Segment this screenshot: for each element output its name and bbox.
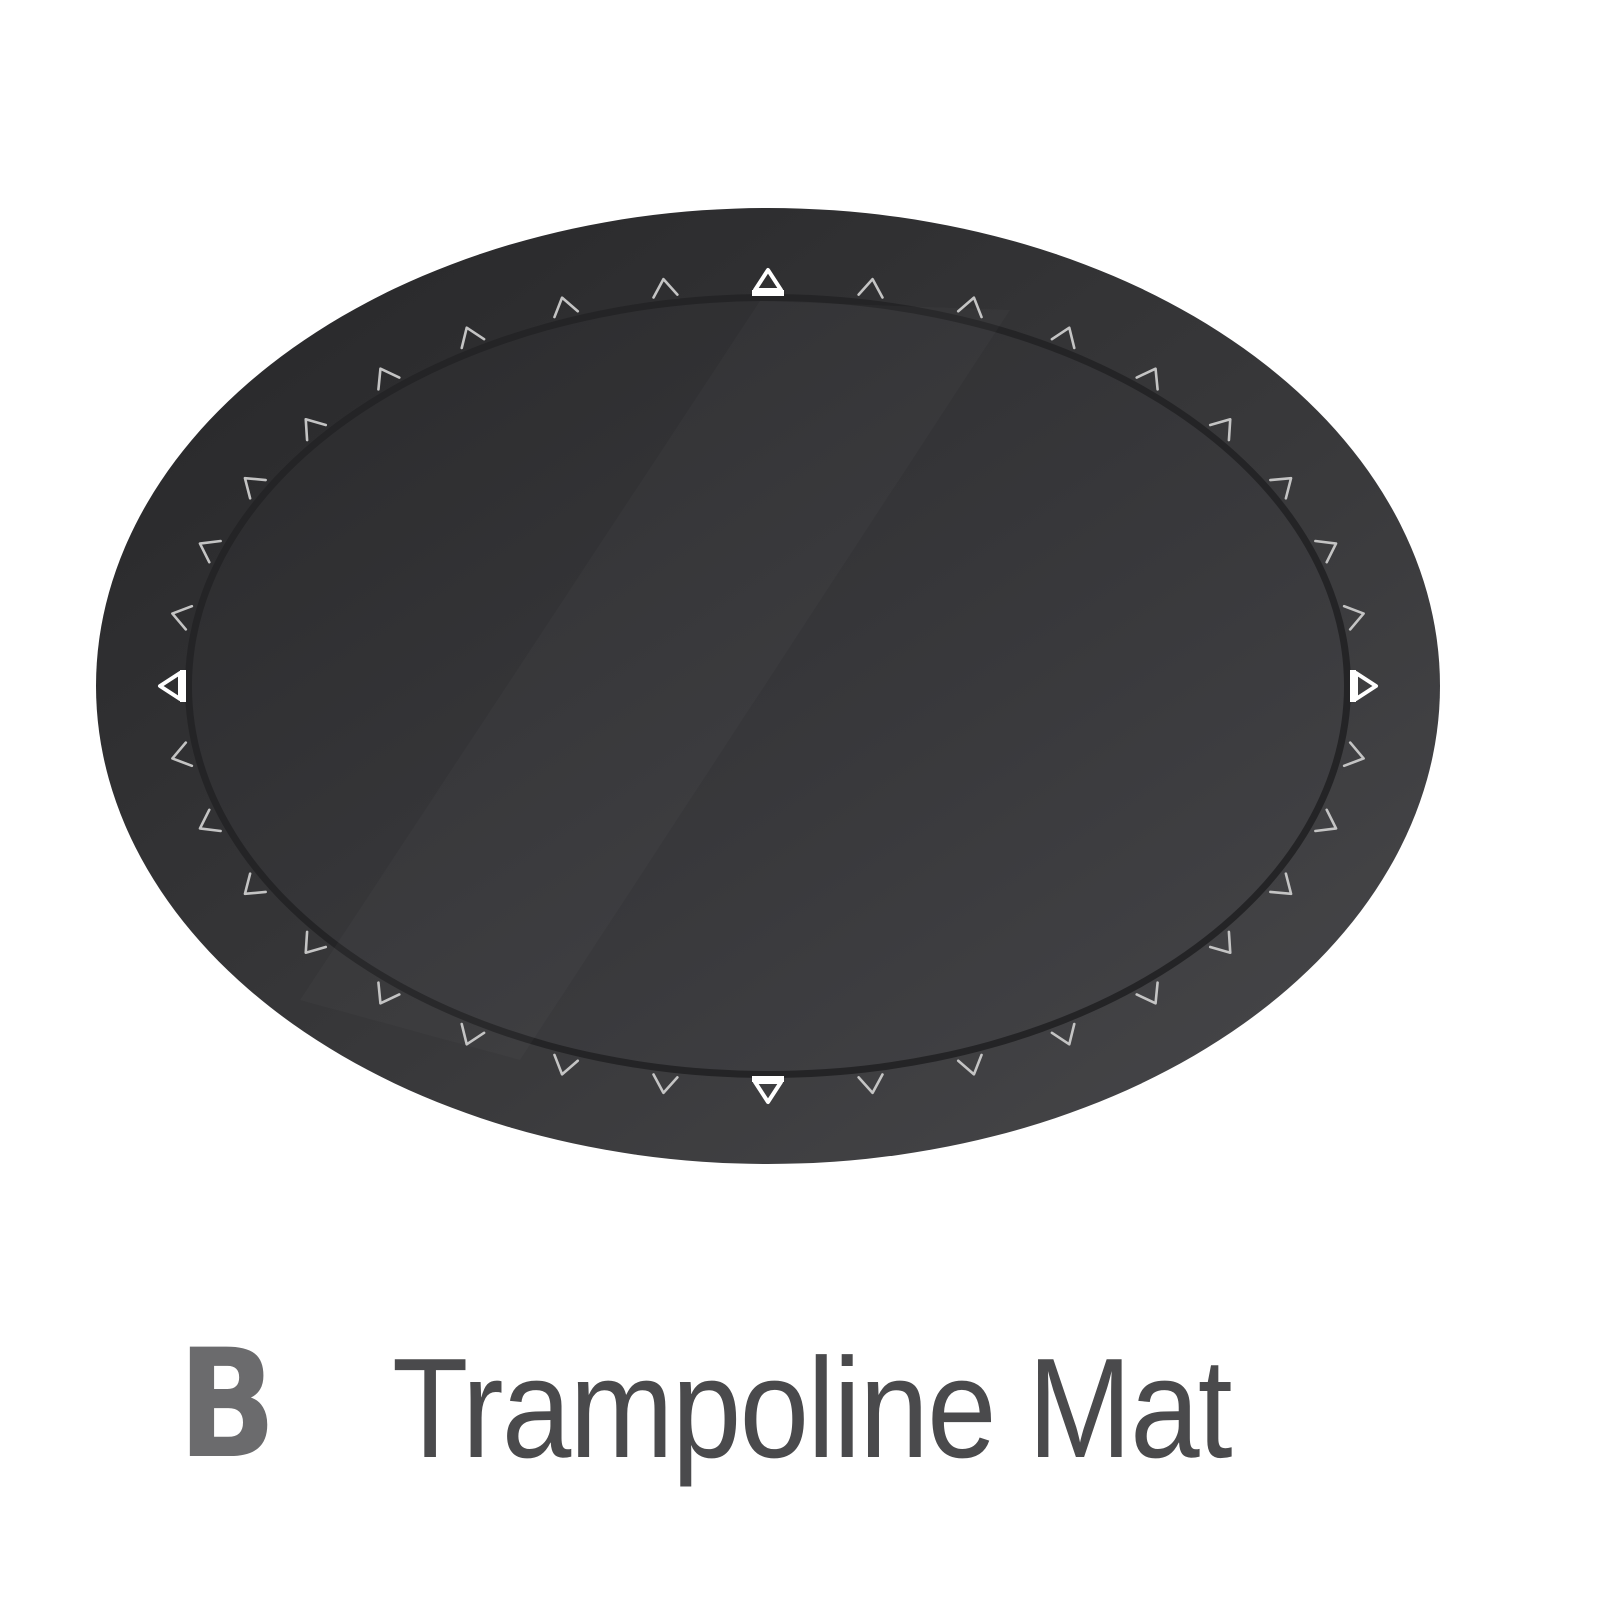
v-ring-icon <box>377 981 401 1005</box>
triangle-clip-base <box>752 290 784 296</box>
v-ring-stroke <box>1342 741 1365 768</box>
v-ring-icon <box>1269 872 1293 896</box>
v-ring-icon <box>1135 367 1159 391</box>
v-ring-stroke <box>1050 1022 1076 1046</box>
triangle-clip-base <box>752 1076 784 1082</box>
v-ring-icon <box>956 1053 983 1076</box>
v-ring-icon <box>171 741 194 768</box>
v-ring-icon <box>1050 1022 1076 1046</box>
v-ring-stroke <box>1208 417 1232 442</box>
v-ring-stroke <box>1269 872 1293 896</box>
v-ring-stroke <box>377 981 401 1005</box>
v-ring-stroke <box>243 872 267 896</box>
v-ring-stroke <box>1208 930 1232 955</box>
v-ring-icon <box>1050 326 1076 350</box>
v-ring-stroke <box>652 277 679 299</box>
v-ring-icon <box>1342 741 1365 768</box>
v-ring-icon <box>198 808 222 833</box>
v-ring-icon <box>243 872 267 896</box>
v-ring-stroke <box>857 1073 884 1095</box>
v-ring-icon <box>652 1073 679 1095</box>
v-ring-stroke <box>1050 326 1076 350</box>
part-caption: B Trampoline Mat <box>0 1330 1600 1490</box>
v-ring-stroke <box>460 1022 486 1046</box>
triangle-clip-base <box>1350 670 1356 702</box>
v-ring-stroke <box>1269 476 1293 500</box>
attachment-points <box>158 268 1378 1104</box>
v-ring-stroke <box>304 417 328 442</box>
triangle-clip-icon <box>158 670 186 702</box>
v-ring-icon <box>198 539 222 564</box>
v-ring-stroke <box>1342 604 1365 631</box>
v-ring-stroke <box>553 296 580 319</box>
v-ring-icon <box>553 1053 580 1076</box>
v-ring-stroke <box>956 296 983 319</box>
v-ring-icon <box>460 326 486 350</box>
part-letter: B <box>178 1318 277 1492</box>
triangle-clip-base <box>180 670 186 702</box>
v-ring-icon <box>1135 981 1159 1005</box>
v-ring-icon <box>1314 808 1338 833</box>
v-ring-stroke <box>956 1053 983 1076</box>
mat-jumping-surface <box>192 301 1344 1071</box>
v-ring-icon <box>1208 417 1232 442</box>
v-ring-icon <box>1314 539 1338 564</box>
v-ring-stroke <box>1314 539 1338 564</box>
v-ring-icon <box>1269 476 1293 500</box>
triangle-clip-icon <box>1350 670 1378 702</box>
v-ring-icon <box>171 604 194 631</box>
v-ring-stroke <box>1314 808 1338 833</box>
v-ring-icon <box>652 277 679 299</box>
v-ring-stroke <box>652 1073 679 1095</box>
v-ring-icon <box>377 367 401 391</box>
triangle-clip-icon <box>752 268 784 296</box>
v-ring-stroke <box>171 604 194 631</box>
part-name: Trampoline Mat <box>392 1329 1233 1488</box>
v-ring-icon <box>553 296 580 319</box>
triangle-clip-icon <box>752 1076 784 1104</box>
v-ring-icon <box>460 1022 486 1046</box>
v-ring-icon <box>857 1073 884 1095</box>
v-ring-icon <box>1342 604 1365 631</box>
v-ring-icon <box>1208 930 1232 955</box>
v-ring-icon <box>304 930 328 955</box>
v-ring-icon <box>857 277 884 299</box>
v-ring-stroke <box>377 367 401 391</box>
v-ring-stroke <box>198 539 222 564</box>
v-ring-stroke <box>243 476 267 500</box>
v-ring-stroke <box>1135 981 1159 1005</box>
v-ring-icon <box>956 296 983 319</box>
v-ring-icon <box>243 476 267 500</box>
v-ring-stroke <box>304 930 328 955</box>
v-ring-icon <box>304 417 328 442</box>
v-ring-stroke <box>171 741 194 768</box>
v-ring-stroke <box>553 1053 580 1076</box>
trampoline-mat-illustration <box>96 208 1440 1164</box>
v-ring-stroke <box>857 277 884 299</box>
v-ring-stroke <box>198 808 222 833</box>
v-ring-stroke <box>1135 367 1159 391</box>
v-ring-stroke <box>460 326 486 350</box>
